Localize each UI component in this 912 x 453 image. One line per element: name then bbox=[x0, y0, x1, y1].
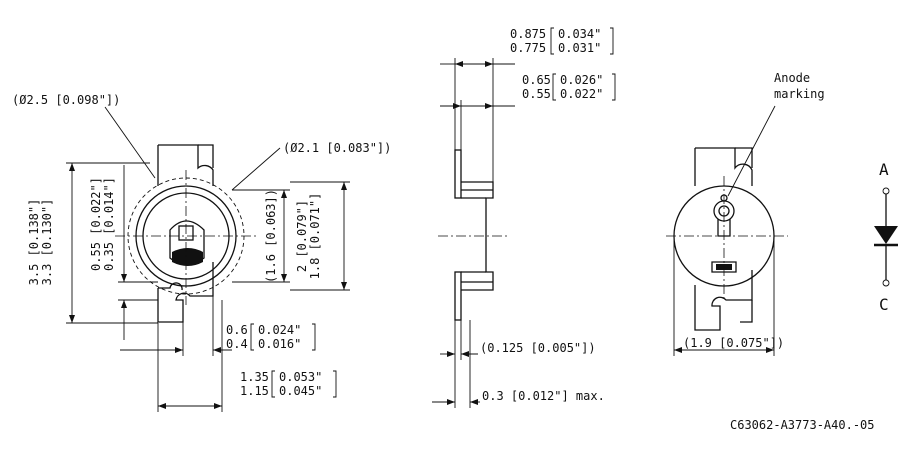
back-width-label: (1.9 [0.075"]) bbox=[683, 336, 784, 350]
standoff-label: 0.3 [0.012"] max. bbox=[482, 389, 605, 403]
flange-dia-label: (Ø2.5 [0.098"]) bbox=[12, 93, 120, 107]
svg-text:0.35 [0.014"]: 0.35 [0.014"] bbox=[102, 177, 116, 271]
side-lead-top bbox=[454, 149, 462, 199]
back-view: Anode marking (1.9 [0.075"]) bbox=[666, 71, 825, 356]
side-lead-bottom bbox=[454, 271, 462, 321]
lens-dia-label: (Ø2.1 [0.083"]) bbox=[283, 141, 391, 155]
anode-marking-label-2: marking bbox=[774, 87, 825, 101]
svg-text:0.875: 0.875 bbox=[510, 27, 546, 41]
side-body bbox=[461, 181, 494, 291]
svg-text:0.6: 0.6 bbox=[226, 323, 248, 337]
svg-text:3.3 [0.130"]: 3.3 [0.130"] bbox=[40, 199, 54, 286]
svg-text:0.022": 0.022" bbox=[560, 87, 603, 101]
svg-text:0.031": 0.031" bbox=[558, 41, 601, 55]
svg-text:0.65: 0.65 bbox=[522, 73, 551, 87]
svg-text:0.034": 0.034" bbox=[558, 27, 601, 41]
anode-letter: A bbox=[879, 160, 889, 179]
back-leadframe bbox=[694, 147, 753, 331]
tab-thickness-label: (0.125 [0.005"]) bbox=[480, 341, 596, 355]
diode-symbol: A C bbox=[874, 160, 898, 314]
svg-text:0.045": 0.045" bbox=[279, 384, 322, 398]
anode-marking-label-1: Anode bbox=[774, 71, 810, 85]
svg-text:0.026": 0.026" bbox=[560, 73, 603, 87]
svg-text:0.016": 0.016" bbox=[258, 337, 301, 351]
svg-text:1.15: 1.15 bbox=[240, 384, 269, 398]
front-leadframe bbox=[157, 144, 214, 323]
svg-text:0.775: 0.775 bbox=[510, 41, 546, 55]
front-view: (Ø2.5 [0.098"]) (Ø2.1 [0.083"]) 3.5 [0.1… bbox=[12, 93, 391, 412]
drawing-number: C63062-A3773-A40.-05 bbox=[730, 418, 875, 432]
svg-text:1.35: 1.35 bbox=[240, 370, 269, 384]
svg-text:0.55 [0.022"]: 0.55 [0.022"] bbox=[89, 177, 103, 271]
svg-text:0.053": 0.053" bbox=[279, 370, 322, 384]
svg-text:1.8 [0.071"]: 1.8 [0.071"] bbox=[308, 193, 322, 280]
side-view: 0.875 0.775 0.034" 0.031" 0.65 0.55 0.02… bbox=[432, 27, 616, 408]
svg-text:0.024": 0.024" bbox=[258, 323, 301, 337]
cathode-letter: C bbox=[879, 295, 889, 314]
svg-text:0.4: 0.4 bbox=[226, 337, 248, 351]
svg-text:2 [0.079"]: 2 [0.079"] bbox=[295, 200, 309, 272]
svg-text:0.55: 0.55 bbox=[522, 87, 551, 101]
lens-height-label: (1.6 [0.063]) bbox=[264, 189, 278, 283]
svg-text:3.5 [0.138"]: 3.5 [0.138"] bbox=[27, 199, 41, 286]
